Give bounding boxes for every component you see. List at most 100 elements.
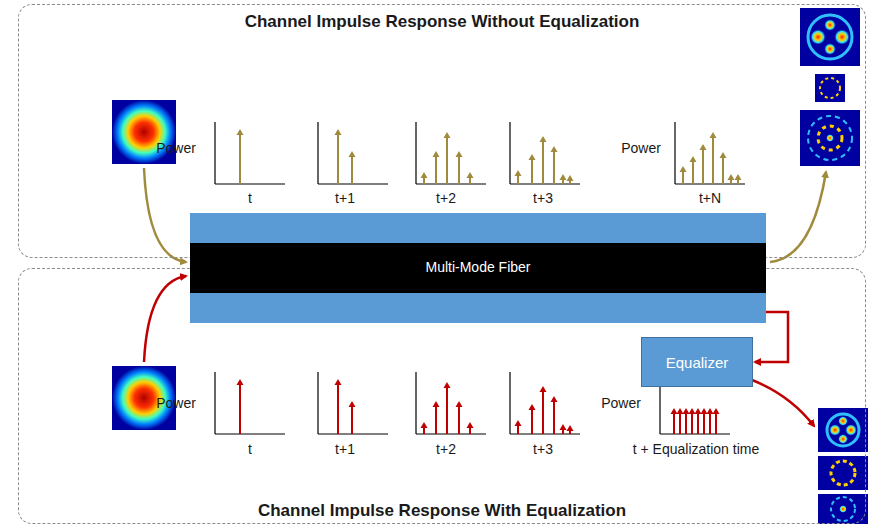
- axis: [674, 122, 675, 184]
- time-label: t+1: [335, 190, 355, 206]
- impulse: [553, 401, 555, 434]
- impulse-head: [456, 151, 463, 157]
- impulse: [531, 159, 533, 184]
- impulse-head: [560, 424, 567, 430]
- impulse-head: [683, 408, 690, 414]
- impulse: [239, 384, 241, 434]
- region-title: Channel Impulse Response With Equalizati…: [19, 501, 865, 521]
- impulse-head: [529, 154, 536, 160]
- impulse-plot: [215, 372, 285, 434]
- axis: [214, 122, 215, 184]
- impulse: [715, 413, 717, 434]
- impulse: [685, 413, 687, 434]
- impulse-head: [349, 151, 356, 157]
- axis-label: Power: [601, 395, 641, 411]
- impulse: [709, 413, 711, 434]
- impulse: [423, 427, 425, 434]
- impulse-head: [700, 144, 707, 150]
- output-arrow: [752, 380, 814, 426]
- impulse-head: [728, 174, 735, 180]
- impulse: [239, 134, 241, 184]
- impulse: [553, 151, 555, 184]
- impulse: [446, 387, 448, 434]
- impulse-head: [567, 425, 574, 431]
- time-label: t+2: [436, 441, 456, 457]
- impulse-head: [540, 136, 547, 142]
- impulse: [679, 413, 681, 434]
- impulse-head: [690, 156, 697, 162]
- impulse: [692, 161, 694, 184]
- impulse: [337, 134, 339, 184]
- impulse-head: [713, 408, 720, 414]
- impulse-head: [237, 379, 244, 385]
- time-label: t+1: [335, 441, 355, 457]
- impulse-head: [695, 408, 702, 414]
- impulse: [458, 406, 460, 434]
- impulse-head: [540, 386, 547, 392]
- time-label: t+2: [436, 190, 456, 206]
- region-title: Channel Impulse Response Without Equaliz…: [19, 12, 865, 32]
- impulse-plot: [416, 372, 486, 434]
- impulse-head: [444, 382, 451, 388]
- impulse: [435, 406, 437, 434]
- impulse-head: [467, 422, 474, 428]
- axis: [416, 433, 486, 434]
- impulse: [531, 409, 533, 434]
- mode-pattern: [800, 8, 860, 166]
- axis: [317, 372, 318, 434]
- axis: [215, 433, 285, 434]
- impulse-head: [421, 172, 428, 178]
- fiber-band: Multi-Mode Fiber: [190, 213, 766, 323]
- impulse-head: [710, 132, 717, 138]
- impulse-head: [560, 174, 567, 180]
- impulse: [712, 137, 714, 184]
- impulse: [517, 425, 519, 434]
- axis: [416, 183, 486, 184]
- time-label: t + Equalization time: [633, 441, 759, 457]
- axis: [509, 372, 510, 434]
- impulse-head: [671, 408, 678, 414]
- fiber-label: Multi-Mode Fiber: [190, 259, 766, 275]
- impulse-head: [444, 132, 451, 138]
- impulse-head: [567, 175, 574, 181]
- axis-label: Power: [621, 140, 661, 156]
- impulse-head: [467, 172, 474, 178]
- time-label: t+3: [533, 190, 553, 206]
- impulse-head: [335, 379, 342, 385]
- axis: [317, 122, 318, 184]
- impulse-plot: [318, 372, 388, 434]
- impulse-head: [720, 152, 727, 158]
- axis: [415, 372, 416, 434]
- time-label: t+N: [699, 190, 721, 206]
- impulse: [673, 413, 675, 434]
- axis: [660, 433, 730, 434]
- impulse-head: [689, 408, 696, 414]
- impulse: [423, 177, 425, 184]
- impulse-head: [515, 420, 522, 426]
- impulse-head: [433, 401, 440, 407]
- time-label: t: [248, 190, 252, 206]
- impulse: [722, 157, 724, 184]
- equalizer-label: Equalizer: [666, 354, 729, 371]
- impulse-head: [421, 422, 428, 428]
- axis: [215, 183, 285, 184]
- impulse-head: [677, 408, 684, 414]
- impulse-head: [349, 401, 356, 407]
- impulse: [351, 156, 353, 184]
- impulse-head: [680, 166, 687, 172]
- impulse-head: [551, 146, 558, 152]
- impulse: [702, 149, 704, 184]
- axis: [415, 122, 416, 184]
- axis: [675, 183, 745, 184]
- axis: [214, 372, 215, 434]
- impulse-head: [529, 404, 536, 410]
- time-label: t: [248, 441, 252, 457]
- impulse: [703, 413, 705, 434]
- impulse: [435, 156, 437, 184]
- impulse-head: [707, 408, 714, 414]
- input-arrow: [144, 276, 186, 362]
- impulse-head: [456, 401, 463, 407]
- impulse: [458, 156, 460, 184]
- output-arrow: [770, 172, 826, 262]
- impulse: [469, 427, 471, 434]
